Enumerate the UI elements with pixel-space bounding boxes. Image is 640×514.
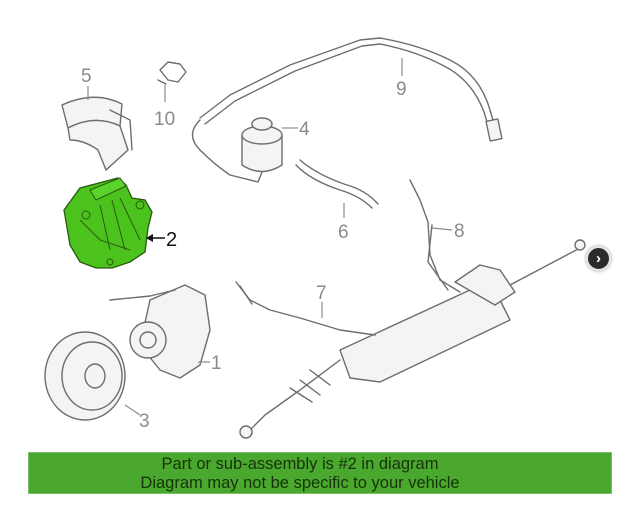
- part-10-clip[interactable]: [157, 61, 187, 85]
- callout-7: 7: [316, 283, 327, 304]
- part-4-reservoir[interactable]: [241, 117, 283, 173]
- part-8-pressure-line[interactable]: [409, 179, 461, 293]
- part-1-power-steering-pump[interactable]: [109, 284, 211, 379]
- callout-2: 2: [166, 229, 177, 251]
- part-5-bracket[interactable]: [61, 96, 133, 171]
- banner-line-1: Part or sub-assembly is #2 in diagram: [161, 455, 439, 473]
- chevron-right-icon: ›: [596, 250, 601, 267]
- callout-9: 9: [396, 79, 407, 100]
- callout-8: 8: [454, 221, 465, 242]
- callout-6: 6: [338, 222, 349, 243]
- part-6-hose[interactable]: [295, 159, 379, 209]
- callout-5: 5: [81, 66, 92, 87]
- callout-4: 4: [299, 119, 310, 140]
- leader-lines: [87, 58, 453, 416]
- part-info-banner: Part or sub-assembly is #2 in diagram Di…: [28, 452, 612, 494]
- part-9-return-hose[interactable]: [191, 37, 503, 183]
- steering-rack[interactable]: [235, 239, 586, 439]
- banner-line-2: Diagram may not be specific to your vehi…: [140, 474, 460, 492]
- callout-3: 3: [139, 411, 150, 432]
- callout-10: 10: [154, 109, 175, 130]
- next-image-button[interactable]: ›: [586, 246, 611, 271]
- callout-1: 1: [211, 353, 222, 374]
- part-2-pump-bracket[interactable]: [63, 177, 153, 269]
- part-3-pulley[interactable]: [44, 331, 126, 421]
